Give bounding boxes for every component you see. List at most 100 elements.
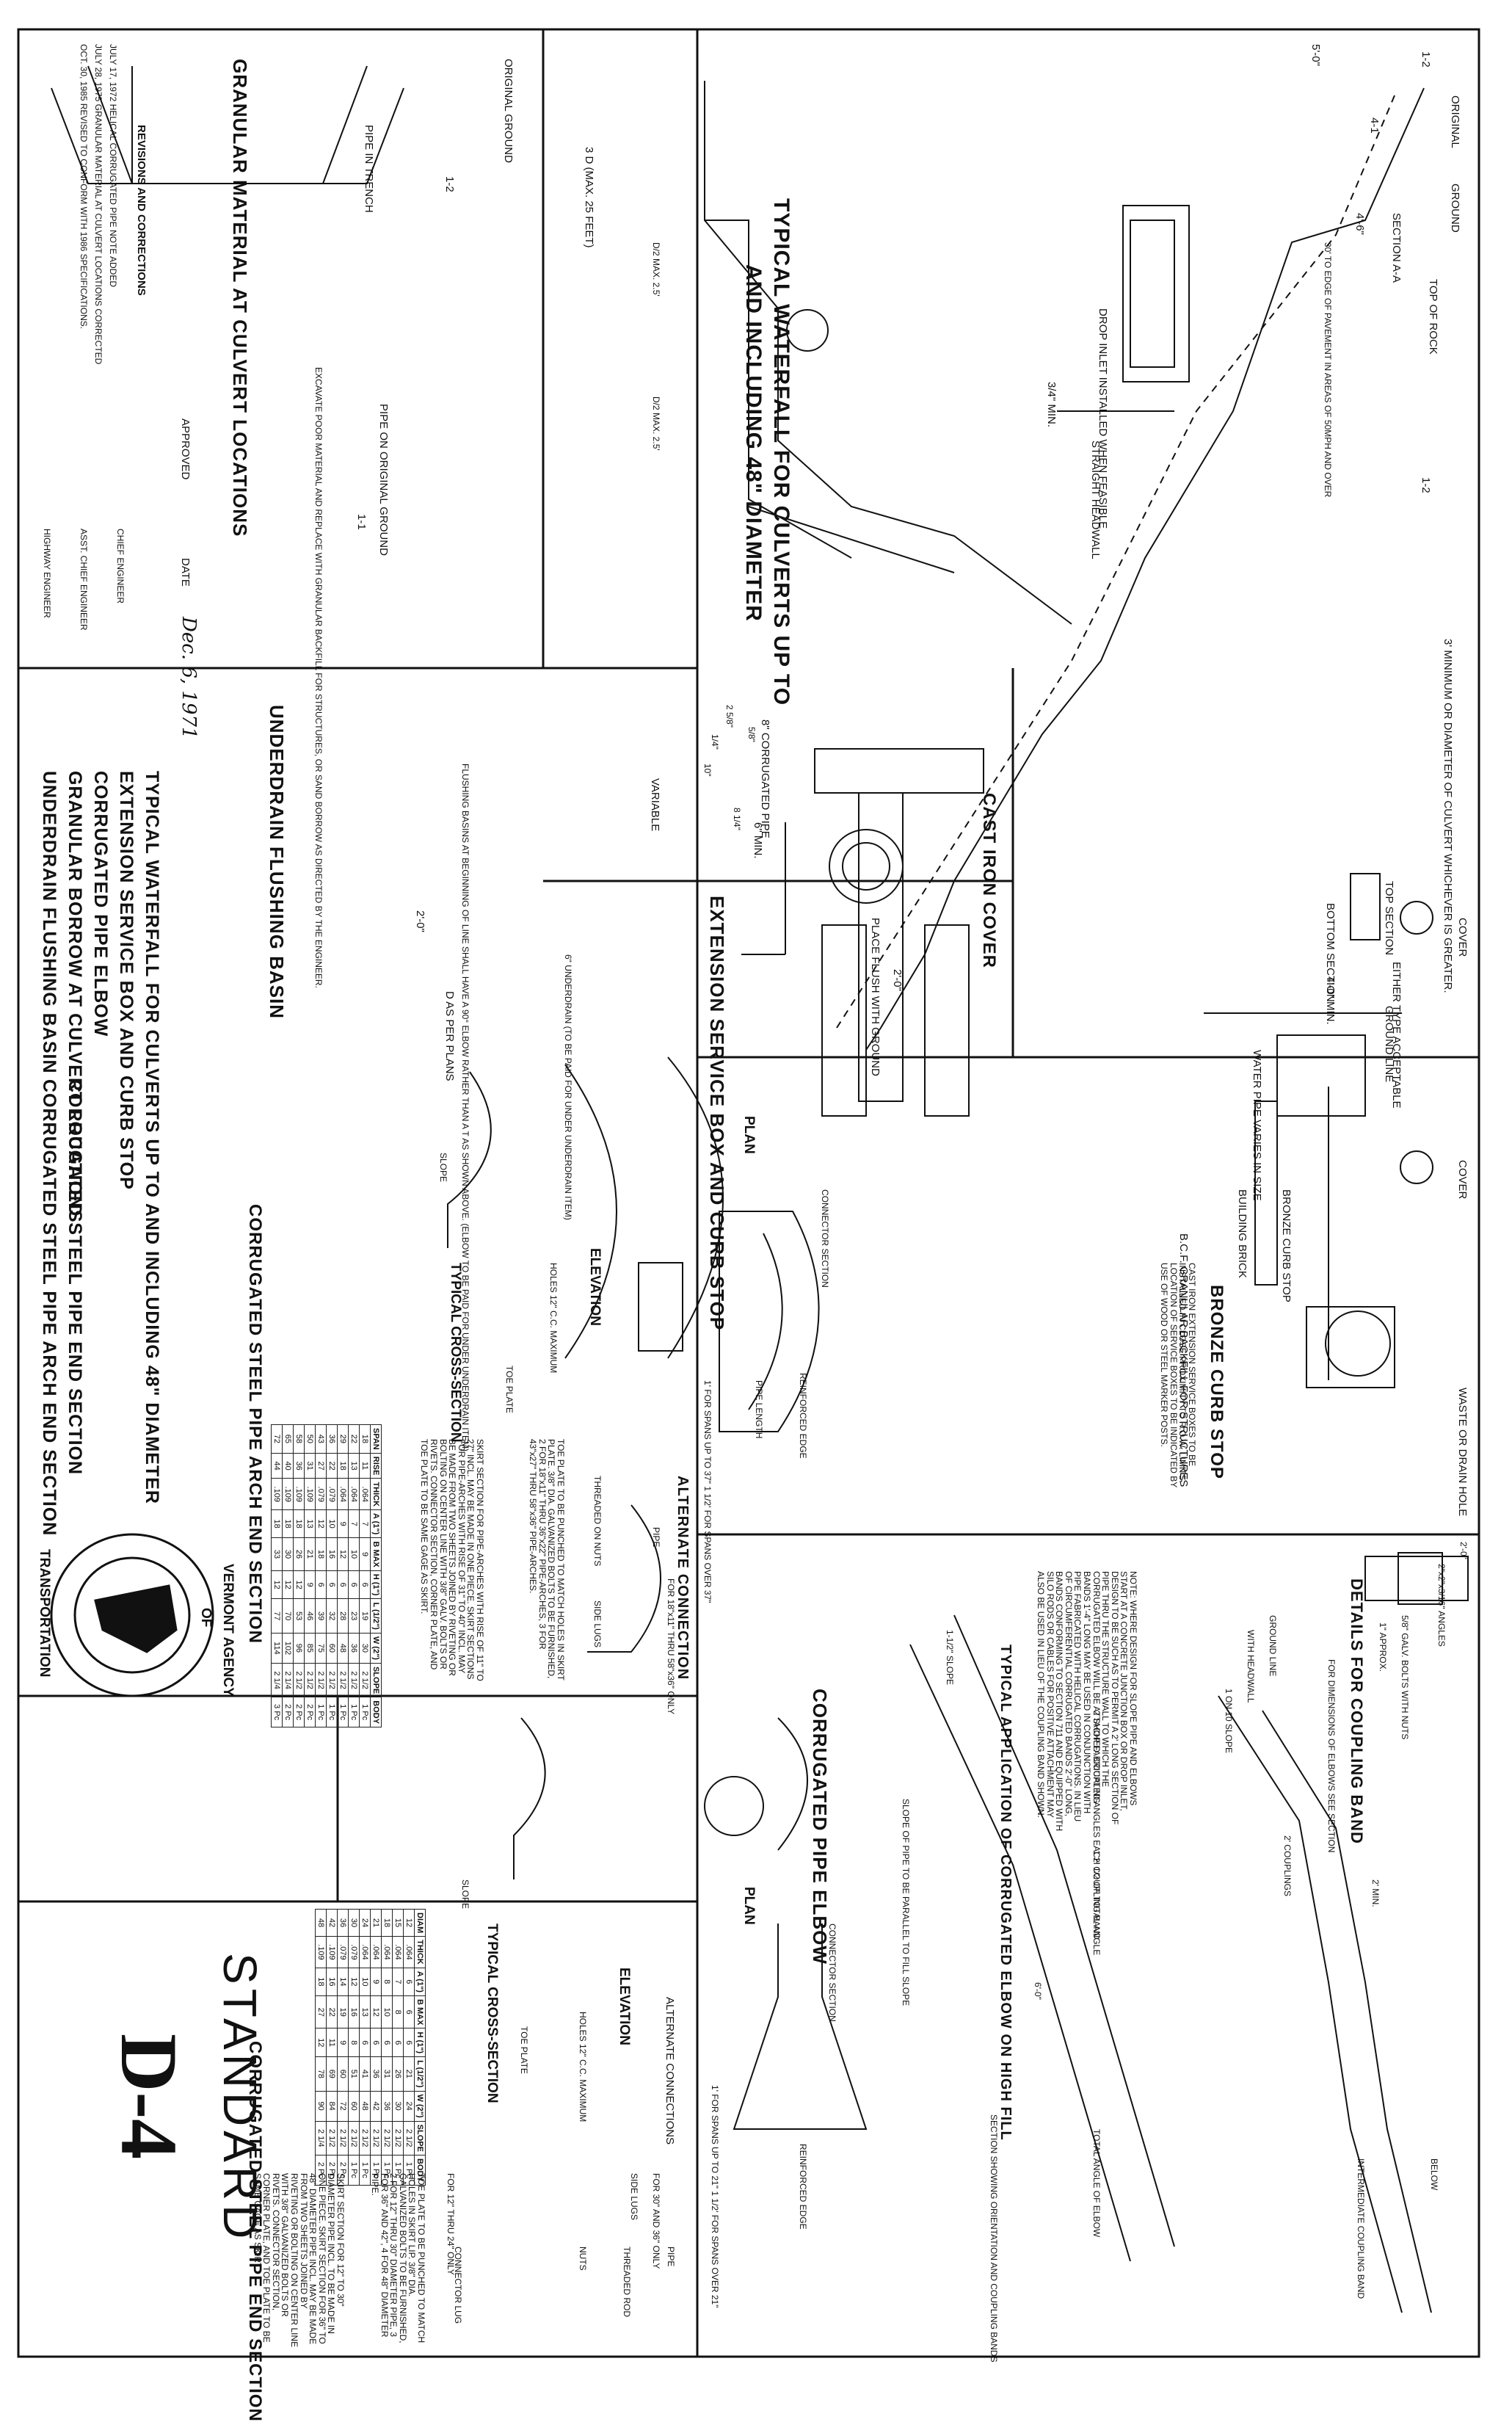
ud-note: 6" UNDERDRAIN (TO BE PAID FOR UNDER UNDE… — [563, 954, 573, 1220]
table-cell: .079 — [348, 1936, 360, 1968]
standard-code: D-4 — [104, 2034, 194, 2160]
ud-note: PLACE FLUSH WITH GROUND — [869, 918, 882, 1076]
table-cell: 19 — [359, 1598, 371, 1634]
table-cell: 1 Pc — [348, 1697, 360, 1727]
table-cell: 12 — [315, 2028, 327, 2057]
pe-note: FOR 30" AND 36" ONLY — [651, 2173, 661, 2269]
table-cell: 2 1/2 — [337, 2121, 349, 2155]
table-cell: .064 — [359, 1478, 371, 1510]
table-cell: 53 — [293, 1598, 305, 1634]
pipe-toe-note: TOE PLATE TO BE PUNCHED TO MATCH HOLES I… — [370, 2173, 426, 2343]
elbow-title: CORRUGATED PIPE ELBOW — [809, 1689, 831, 1965]
gr-note: 1-1 — [355, 514, 368, 530]
sb-note: BRONZE CURB STOP — [1280, 1189, 1293, 1302]
table-cell: 6 — [403, 1968, 415, 1996]
table-cell: 2 1/2 — [326, 1663, 338, 1697]
waterfall-title-2: AND INCLUDING 48" DIAMETER — [741, 264, 766, 622]
table-cell: 30 — [348, 1909, 360, 1937]
table-cell: 12 — [293, 1570, 305, 1599]
el-note: SECTION SHOWING ORIENTATION AND COUPLING… — [989, 2114, 999, 2363]
table-cell: .109 — [304, 1478, 316, 1510]
wf-note: 4'-6" — [1353, 213, 1366, 235]
table-cell: 16 — [348, 1995, 360, 2028]
table-cell: 6 — [403, 2028, 415, 2057]
table-cell: 6 — [359, 1570, 371, 1599]
approved-label: APPROVED — [179, 418, 192, 480]
table-cell: 48 — [359, 2091, 371, 2122]
table-cell: 9 — [337, 1509, 349, 1538]
table-cell: .079 — [315, 1478, 327, 1510]
table-cell: 2 Pc — [337, 2155, 349, 2186]
pipe-alt-heading: ALTERNATE CONNECTIONS — [664, 1997, 676, 2145]
table-cell: .079 — [326, 1478, 338, 1510]
table-cell: 19 — [337, 1995, 349, 2028]
table-cell: 16 — [326, 1968, 338, 1996]
pe-note: NUTS — [578, 2247, 588, 2271]
pe-note: PIPE — [666, 2247, 676, 2267]
service-box-title: EXTENSION SERVICE BOX AND CURB STOP — [706, 896, 728, 1331]
table-cell: 2 1/2 — [348, 1663, 360, 1697]
table-cell: 18 — [359, 1424, 371, 1454]
table-cell: 70 — [282, 1598, 294, 1634]
table-cell: 2 1/2 — [348, 2121, 360, 2155]
table-cell: 6 — [403, 1995, 415, 2028]
table-cell: 36 — [326, 1424, 338, 1454]
alternate-connection-title: ALTERNATE CONNECTION — [675, 1476, 691, 1680]
table-cell: 22 — [348, 1424, 360, 1454]
arch-plan-label: PLAN — [741, 1116, 757, 1154]
table-cell: 30 — [282, 1537, 294, 1571]
table-cell: 46 — [304, 1598, 316, 1634]
table-cell: 96 — [293, 1633, 305, 1664]
table-cell: 114 — [271, 1633, 283, 1664]
table-cell: 22 — [326, 1995, 338, 2028]
table-cell: 18 — [315, 1537, 327, 1571]
table-cell: 2 1/2 — [293, 1663, 305, 1697]
ae-note: TOE PLATE — [504, 1366, 515, 1413]
table-cell: 1 Pc — [403, 2155, 415, 2186]
elbow-note-text: NOTE: WHERE DESIGN FOR SLOPE PIPE AND EL… — [1036, 1571, 1138, 1832]
table-cell: 69 — [326, 2056, 338, 2092]
pe-note: TOE PLATE — [519, 2026, 529, 2074]
table-cell: 39 — [315, 1598, 327, 1634]
table-cell: 1 Pc — [392, 2155, 404, 2186]
table-cell: 23 — [348, 1598, 360, 1634]
table-header-cell: BODY — [370, 1697, 382, 1727]
table-cell: 6 — [337, 1570, 349, 1599]
pe-note: HOLES 12" C.C. MAXIMUM — [578, 2012, 588, 2122]
contents-item: CORRUGATED PIPE ELBOW — [90, 771, 111, 1037]
table-header-cell: SPAN — [370, 1424, 382, 1454]
table-cell: 9 — [337, 2028, 349, 2057]
table-cell: 27 — [315, 1995, 327, 2028]
ud-note: 8" CORRUGATED PIPE — [759, 719, 771, 838]
table-cell: 12 — [271, 1570, 283, 1599]
table-cell: 12 — [315, 1509, 327, 1538]
table-header-cell: W (2") — [370, 1633, 382, 1664]
table-cell: .064 — [381, 1936, 393, 1968]
table-cell: 28 — [337, 1598, 349, 1634]
approval-date: Dec. 6, 1971 — [178, 617, 200, 739]
gr-note: 3 D (MAX. 25 FEET) — [583, 147, 595, 248]
table-cell: 2 1/2 — [326, 2121, 338, 2155]
table-cell: 7 — [348, 1509, 360, 1538]
table-cell: 1 Pc — [348, 2155, 360, 2186]
table-cell: .064 — [337, 1478, 349, 1510]
contents-item: TYPICAL WATERFALL FOR CULVERTS UP TO AND… — [142, 771, 162, 1504]
service-box-diagram — [1204, 873, 1433, 1388]
table-header-cell: THICK — [370, 1478, 382, 1510]
date-label: DATE — [179, 558, 192, 587]
table-cell: 1 Pc — [359, 2155, 371, 2186]
el-note: 2"x2"x3/16" ANGLES — [1436, 1564, 1447, 1647]
table-cell: 1 Pc — [315, 1697, 327, 1727]
gr-note: D/2 MAX. 2.5' — [651, 396, 661, 451]
ae-note: PIPE — [651, 1527, 661, 1548]
table-cell: 9 — [304, 1570, 316, 1599]
table-cell: 21 — [403, 2056, 415, 2092]
table-cell: 7 — [392, 1968, 404, 1996]
table-cell: 22 — [326, 1453, 338, 1479]
